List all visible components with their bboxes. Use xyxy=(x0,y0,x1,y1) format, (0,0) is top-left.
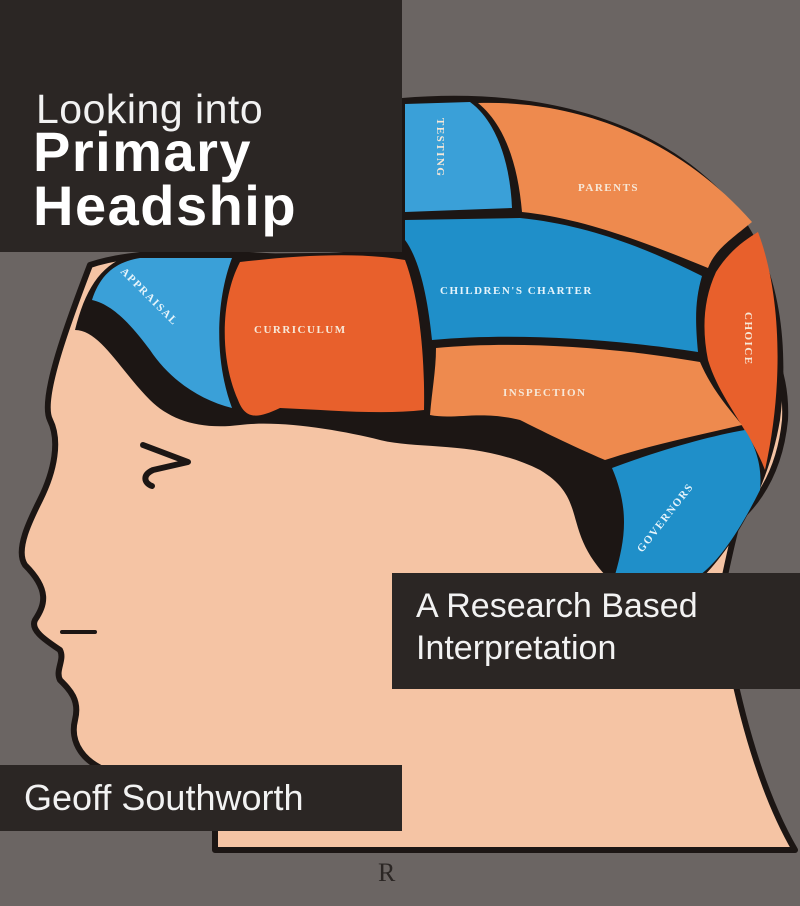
publisher-logo-icon: R xyxy=(378,858,396,887)
region-choice xyxy=(704,232,778,470)
region-testing xyxy=(405,102,512,212)
eye-icon xyxy=(140,442,191,489)
region-inspection xyxy=(430,344,742,460)
title-line-3: Headship xyxy=(33,174,298,237)
region-parents xyxy=(478,102,752,268)
subtitle-line-2: Interpretation xyxy=(416,629,617,667)
subtitle-block: A Research Based Interpretation xyxy=(392,573,800,689)
label-testing: TESTING xyxy=(434,118,446,177)
title-block: Looking into Primary Headship xyxy=(0,0,402,252)
label-parents: PARENTS xyxy=(578,182,639,194)
title-line-2: Primary xyxy=(33,120,253,183)
title-line-1: Looking into xyxy=(36,86,264,132)
author-block: Geoff Southworth xyxy=(0,765,402,831)
label-inspection: INSPECTION xyxy=(503,387,586,399)
author-name: Geoff Southworth xyxy=(24,777,304,818)
label-curriculum: CURRICULUM xyxy=(254,324,347,336)
region-childrens-charter xyxy=(405,218,702,352)
label-childrens-charter: CHILDREN'S CHARTER xyxy=(440,285,593,297)
region-appraisal xyxy=(92,258,232,408)
region-curriculum xyxy=(224,255,425,416)
subtitle-line-1: A Research Based xyxy=(416,587,698,625)
region-governors xyxy=(612,430,761,575)
label-choice: CHOICE xyxy=(742,312,754,366)
